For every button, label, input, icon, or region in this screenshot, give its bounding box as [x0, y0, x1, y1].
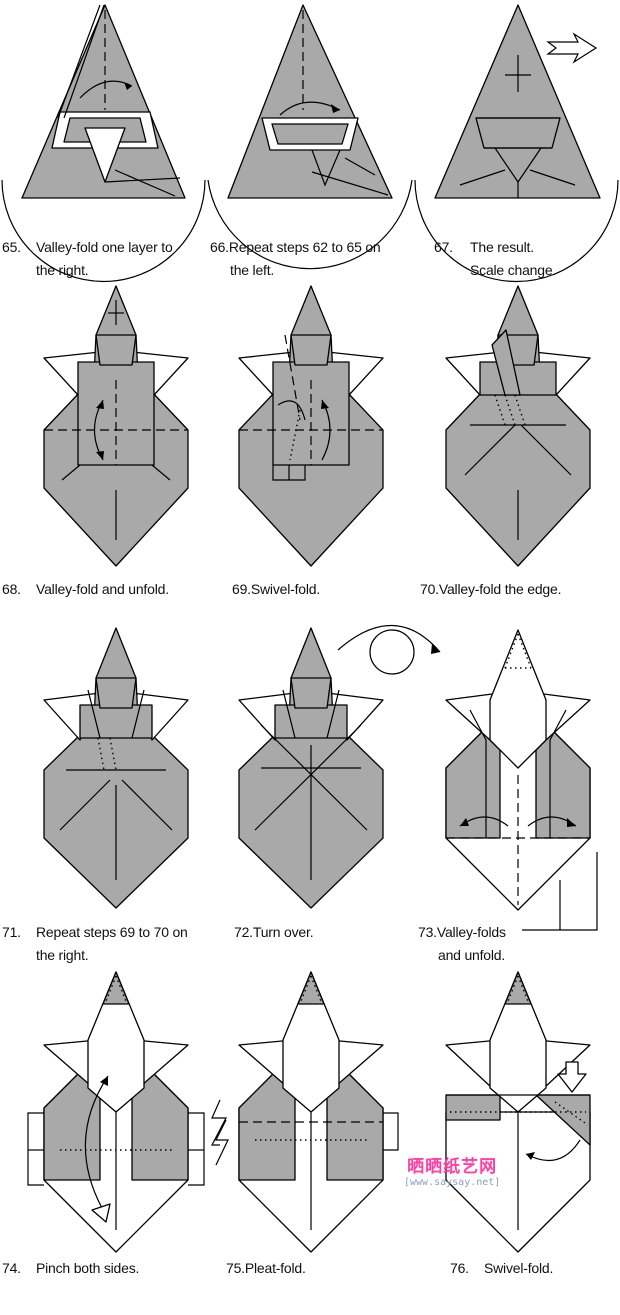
step-66-diagram	[208, 5, 412, 269]
caption-line-1: Swivel-fold.	[484, 1260, 553, 1276]
step-number: 65.	[2, 236, 36, 259]
step-number: 73.	[418, 921, 437, 944]
caption-line-2: the right.	[2, 944, 188, 967]
step-69-caption: 69.Swivel-fold.	[232, 578, 320, 601]
watermark: 晒晒纸艺网 [www.saysay.net]	[404, 1152, 500, 1188]
caption-line-1: The result.	[470, 239, 534, 255]
step-73-diagram	[446, 630, 597, 930]
step-74-caption: 74.Pinch both sides.	[2, 1257, 139, 1280]
step-number: 67.	[434, 236, 470, 259]
step-number: 70.	[420, 578, 439, 601]
caption-line-2: Scale change.	[434, 259, 556, 282]
step-65-caption: 65.Valley-fold one layer to the right.	[2, 236, 173, 282]
step-68-diagram	[44, 286, 188, 566]
caption-line-1: Pleat-fold.	[245, 1260, 306, 1276]
caption-line-1: Pinch both sides.	[36, 1260, 139, 1276]
step-68-caption: 68.Valley-fold and unfold.	[2, 578, 169, 601]
step-71-caption: 71.Repeat steps 69 to 70 on the right.	[2, 921, 188, 967]
caption-line-1: Repeat steps 69 to 70 on	[36, 924, 188, 940]
step-73-caption: 73.Valley-folds and unfold.	[418, 921, 506, 967]
step-70-caption: 70.Valley-fold the edge.	[420, 578, 561, 601]
caption-line-1: Turn over.	[253, 924, 314, 940]
step-66-caption: 66.Repeat steps 62 to 65 on the left.	[210, 236, 381, 282]
step-71-diagram	[44, 628, 188, 908]
caption-line-1: Swivel-fold.	[251, 581, 320, 597]
step-number: 71.	[2, 921, 36, 944]
step-number: 68.	[2, 578, 36, 601]
caption-line-2: the right.	[2, 259, 173, 282]
step-74-diagram	[28, 972, 204, 1252]
caption-line-1: Valley-folds	[437, 924, 506, 940]
step-72-diagram	[239, 625, 440, 908]
step-70-diagram	[446, 286, 590, 566]
step-number: 75.	[226, 1257, 245, 1280]
step-67-caption: 67.The result. Scale change.	[434, 236, 556, 282]
caption-line-2: and unfold.	[418, 944, 506, 967]
step-number: 66.	[210, 236, 229, 259]
step-number: 74.	[2, 1257, 36, 1280]
step-75-diagram	[212, 972, 398, 1252]
step-76-caption: 76.Swivel-fold.	[450, 1257, 553, 1280]
caption-line-2: the left.	[210, 259, 381, 282]
step-number: 69.	[232, 578, 251, 601]
caption-line-1: Valley-fold one layer to	[36, 239, 173, 255]
step-72-caption: 72.Turn over.	[234, 921, 313, 944]
watermark-brand: 晒晒纸艺网	[404, 1152, 500, 1177]
caption-line-1: Repeat steps 62 to 65 on	[229, 239, 381, 255]
step-number: 72.	[234, 921, 253, 944]
step-number: 76.	[450, 1257, 484, 1280]
step-75-caption: 75.Pleat-fold.	[226, 1257, 306, 1280]
caption-line-1: Valley-fold the edge.	[439, 581, 561, 597]
caption-line-1: Valley-fold and unfold.	[36, 581, 169, 597]
step-76-diagram	[446, 972, 590, 1252]
watermark-url: [www.saysay.net]	[404, 1177, 500, 1188]
step-69-diagram	[239, 286, 383, 566]
